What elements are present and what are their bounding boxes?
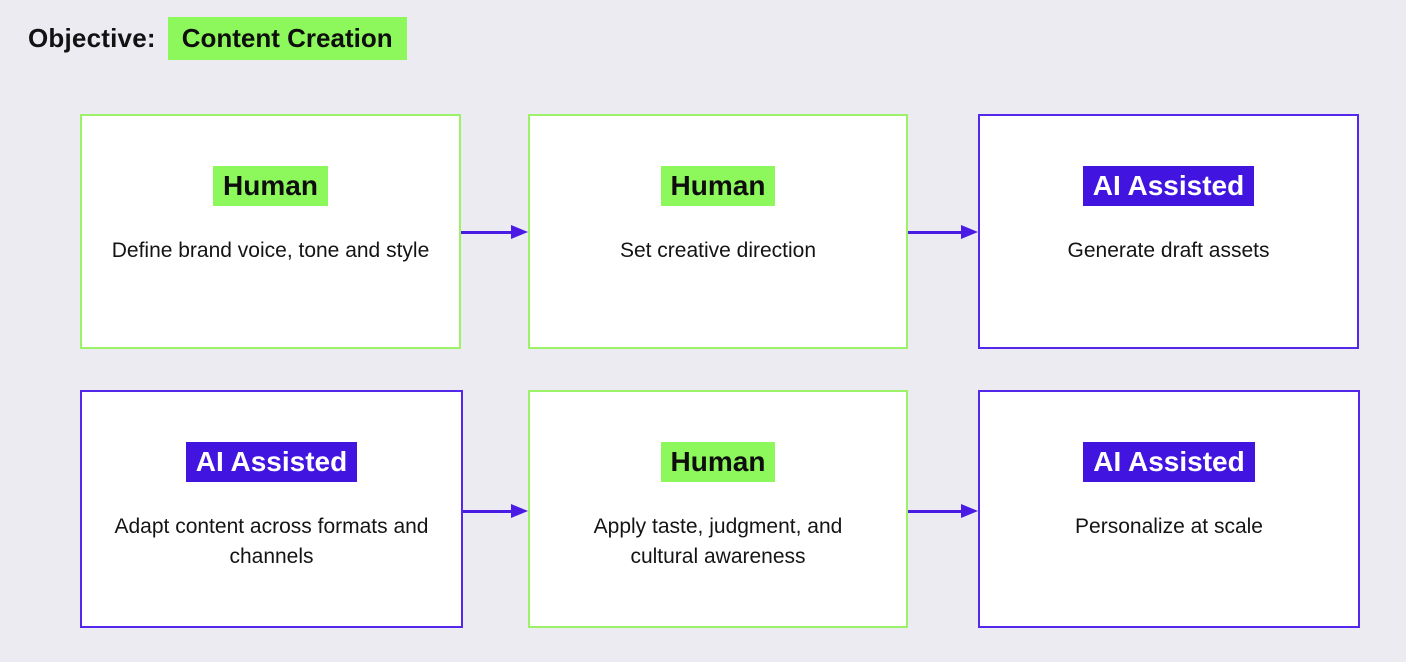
- arrow-head: [961, 504, 978, 518]
- box-description: Define brand voice, tone and style: [111, 238, 430, 262]
- arrow-right-icon: [908, 225, 978, 240]
- box-description: Adapt content across formats and channel…: [114, 514, 429, 568]
- flow-box-row2-ai-personalize: AI Assisted Personalize at scale: [978, 390, 1360, 628]
- flow-box-row2-human-apply-taste: Human Apply taste, judgment, and cultura…: [528, 390, 908, 628]
- box-description: Apply taste, judgment, and cultural awar…: [593, 514, 843, 568]
- arrow-line: [908, 510, 965, 513]
- flow-box-row2-ai-adapt-content: AI Assisted Adapt content across formats…: [80, 390, 463, 628]
- box-label: Human: [660, 442, 776, 482]
- box-label: Human: [213, 166, 328, 206]
- arrow-line: [461, 231, 515, 234]
- arrow-right-icon: [461, 225, 528, 240]
- box-label: AI Assisted: [185, 442, 358, 482]
- box-label: Human: [660, 166, 776, 206]
- arrow-line: [908, 231, 965, 234]
- box-description: Personalize at scale: [1075, 514, 1263, 538]
- arrow-head: [511, 504, 528, 518]
- flow-box-row1-human-define-voice: Human Define brand voice, tone and style: [80, 114, 461, 349]
- arrow-line: [463, 510, 515, 513]
- box-description: Generate draft assets: [1067, 238, 1270, 262]
- objective-header: Objective: Content Creation: [28, 17, 407, 61]
- box-description: Set creative direction: [619, 238, 817, 262]
- arrow-head: [961, 225, 978, 239]
- arrow-head: [511, 225, 528, 239]
- objective-label: Objective:: [28, 23, 156, 53]
- box-label: AI Assisted: [1083, 442, 1255, 482]
- objective-value: Content Creation: [167, 17, 407, 61]
- box-label: AI Assisted: [1082, 166, 1255, 206]
- arrow-right-icon: [463, 504, 528, 519]
- arrow-right-icon: [908, 504, 978, 519]
- flow-box-row1-human-creative-direction: Human Set creative direction: [528, 114, 908, 349]
- flow-box-row1-ai-generate-drafts: AI Assisted Generate draft assets: [978, 114, 1359, 349]
